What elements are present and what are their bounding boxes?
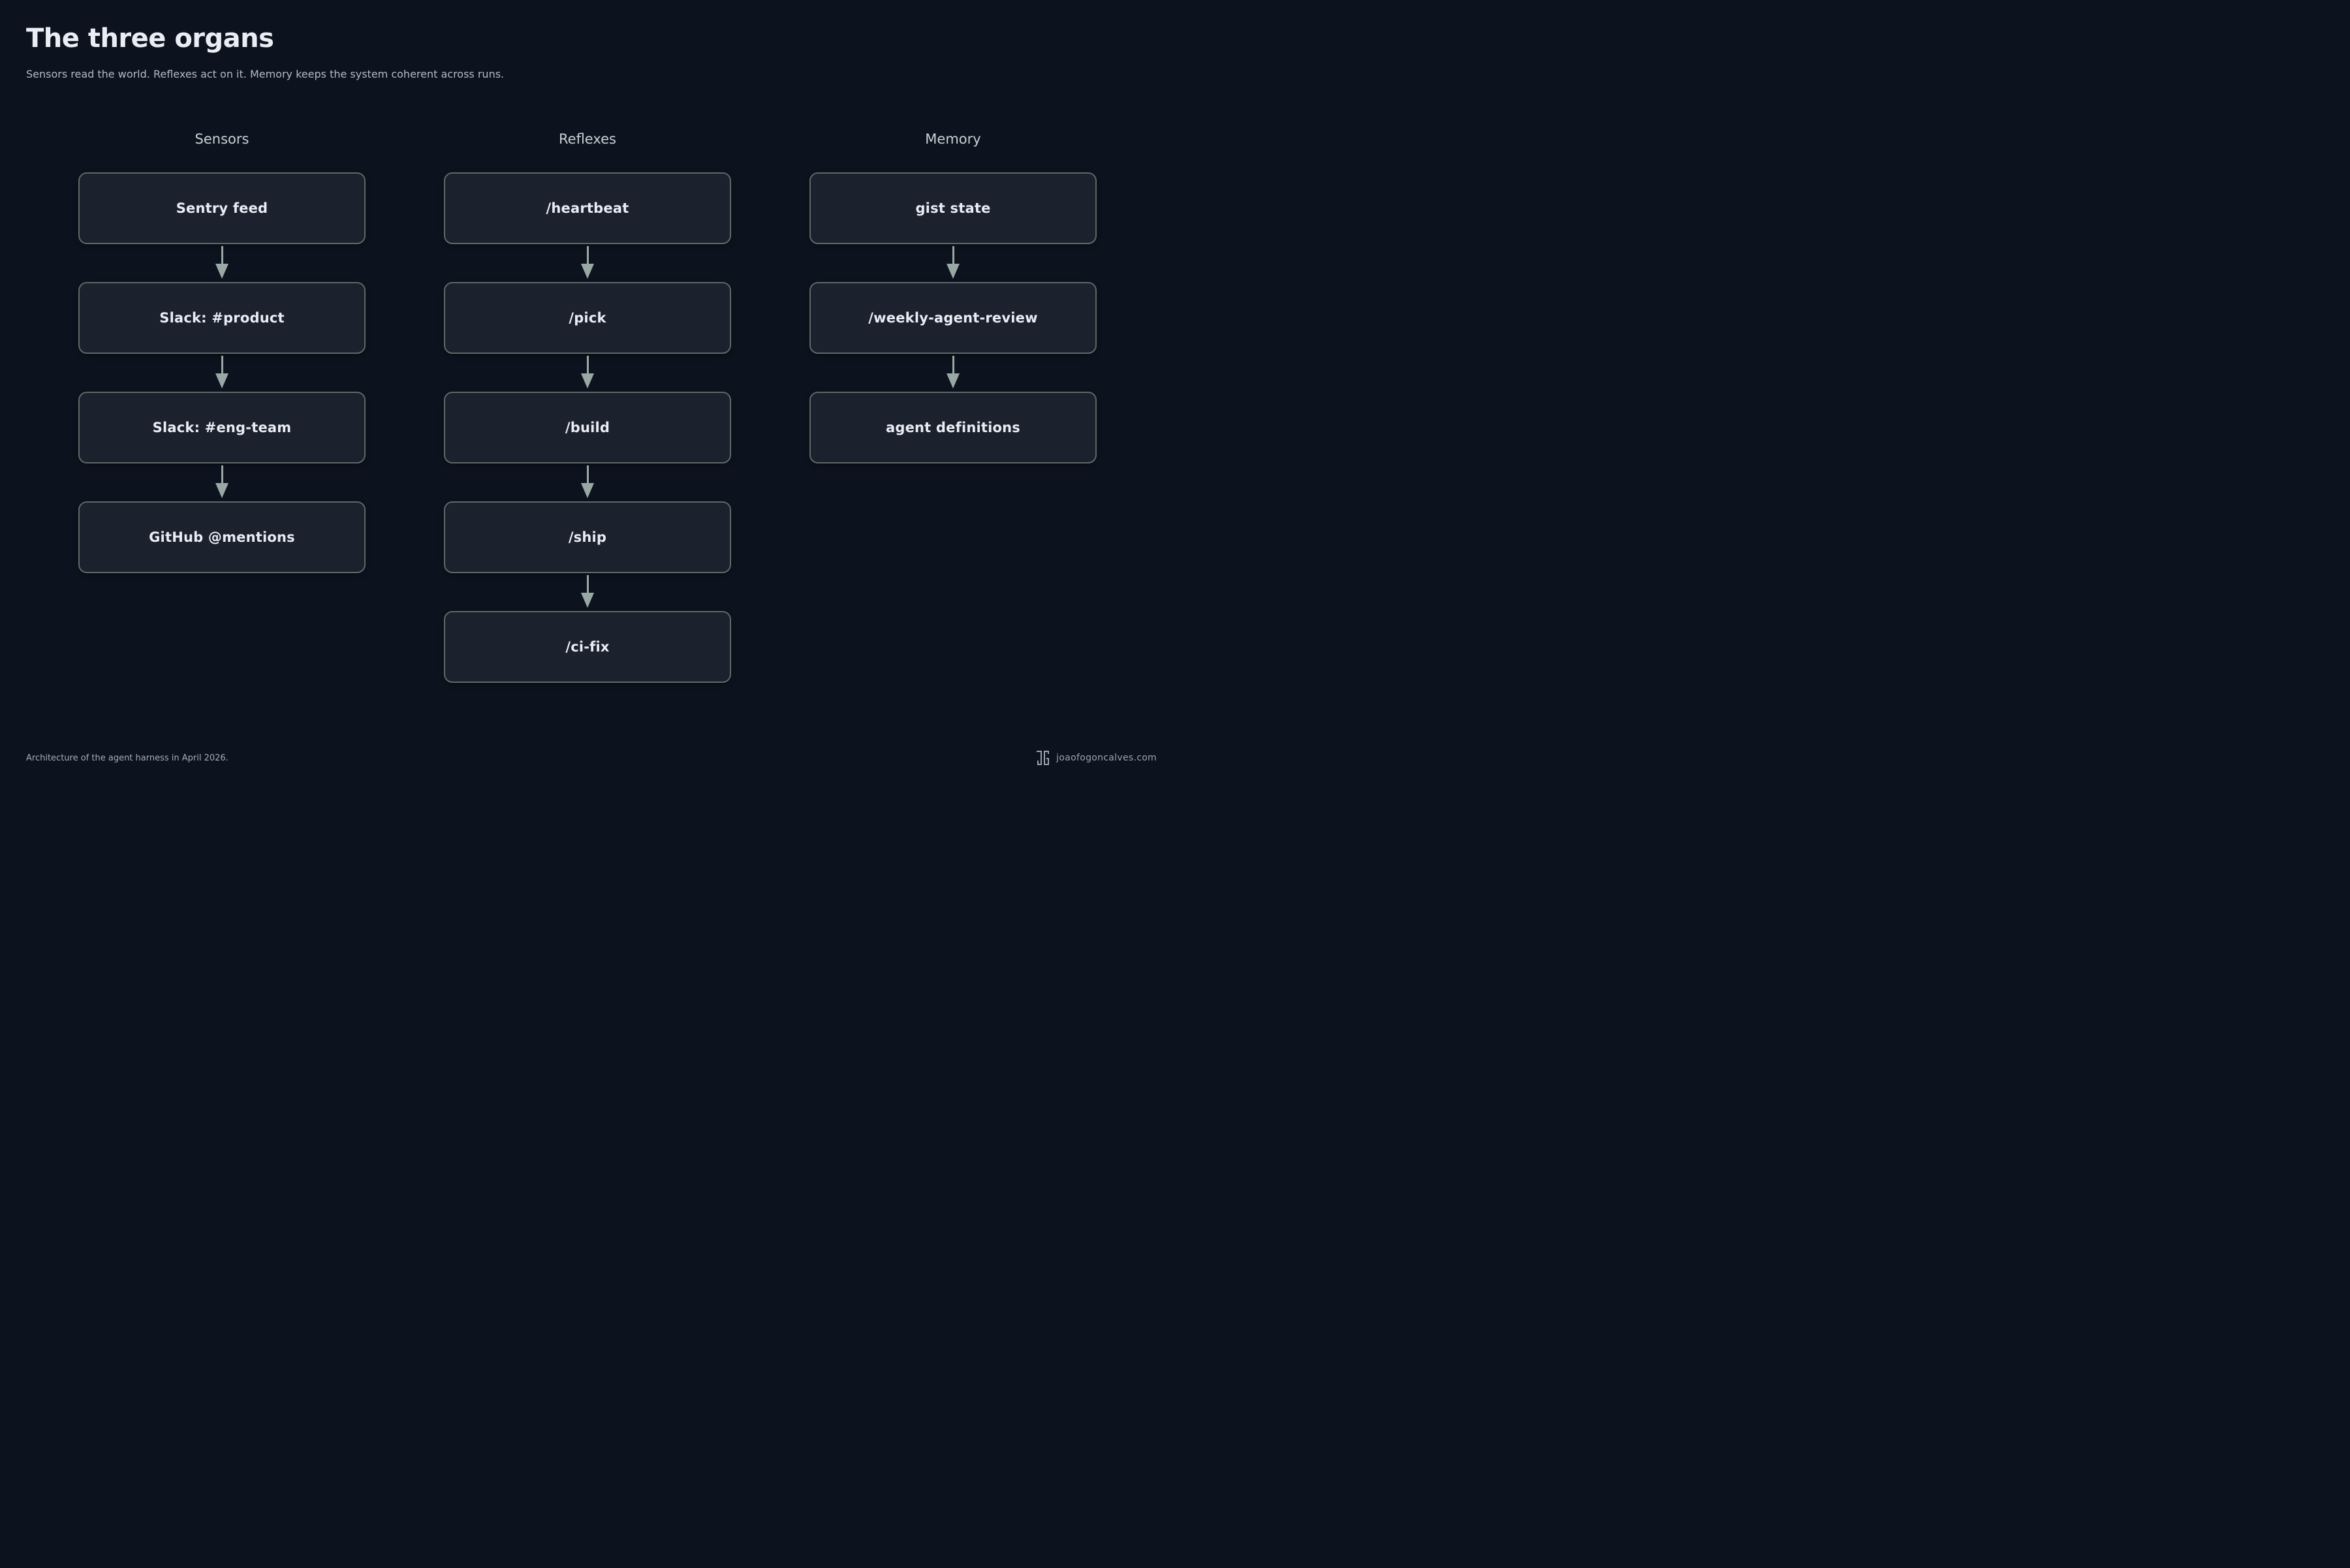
node-label: /heartbeat [546,200,629,216]
column-header: Sensors [195,131,249,147]
arrow-head [215,483,228,498]
node-box: Slack: #eng-team [78,392,366,463]
arrow-head [215,373,228,388]
page-subtitle: Sensors read the world. Reflexes act on … [26,68,505,80]
down-arrow-icon [209,244,235,282]
down-arrow-icon [574,244,601,282]
arrow-head [581,593,594,608]
arrow-head [581,373,594,388]
node-label: GitHub @mentions [149,529,295,545]
diagram-canvas: The three organs Sensors read the world.… [0,0,1175,784]
node-box: /ci-fix [444,611,731,683]
arrow-stem [952,246,954,264]
down-arrow-icon [574,463,601,501]
node-box: /build [444,392,731,463]
node-box: agent definitions [809,392,1097,463]
down-arrow-icon [940,244,966,282]
node-box: gist state [809,172,1097,244]
arrow-stem [586,465,589,483]
down-arrow-icon [574,354,601,392]
down-arrow-icon [940,354,966,392]
node-label: /build [565,420,610,435]
node-box: /heartbeat [444,172,731,244]
arrow-stem [586,246,589,264]
node-box: GitHub @mentions [78,501,366,573]
node-box: /ship [444,501,731,573]
down-arrow-icon [209,354,235,392]
arrow-head [215,264,228,279]
brand-url: joaofogoncalves.com [1056,753,1157,763]
down-arrow-icon [574,573,601,611]
node-label: /weekly-agent-review [868,310,1038,326]
page-title: The three organs [26,24,274,54]
column-header: Memory [925,131,981,147]
arrow-head [947,373,960,388]
arrow-stem [221,465,223,483]
footer-caption: Architecture of the agent harness in Apr… [26,753,228,763]
node-label: /ship [568,529,607,545]
arrow-stem [221,356,223,373]
column-header: Reflexes [559,131,616,147]
node-label: Slack: #eng-team [152,420,292,435]
node-label: gist state [915,200,991,216]
arrow-stem [586,356,589,373]
brand-block: joaofogoncalves.com [1037,751,1157,765]
node-label: Slack: #product [159,310,285,326]
node-label: /ci-fix [565,639,610,655]
node-label: agent definitions [885,420,1021,435]
node-label: Sentry feed [176,200,268,216]
arrow-head [581,483,594,498]
arrow-head [581,264,594,279]
header-block: The three organs Sensors read the world.… [26,24,504,80]
node-box: /weekly-agent-review [809,282,1097,354]
arrow-head [947,264,960,279]
node-box: /pick [444,282,731,354]
column-memory: Memory gist state/weekly-agent-review agen… [809,131,1097,463]
arrow-stem [586,575,589,593]
arrow-stem [221,246,223,264]
node-box: Sentry feed [78,172,366,244]
arrow-stem [952,356,954,373]
node-box: Slack: #product [78,282,366,354]
column-reflexes: Reflexes/heartbeat/pick/build/ship/ci-fi… [444,131,731,683]
node-label: /pick [569,310,606,326]
down-arrow-icon [209,463,235,501]
jg-monogram-logo-icon [1037,751,1050,765]
